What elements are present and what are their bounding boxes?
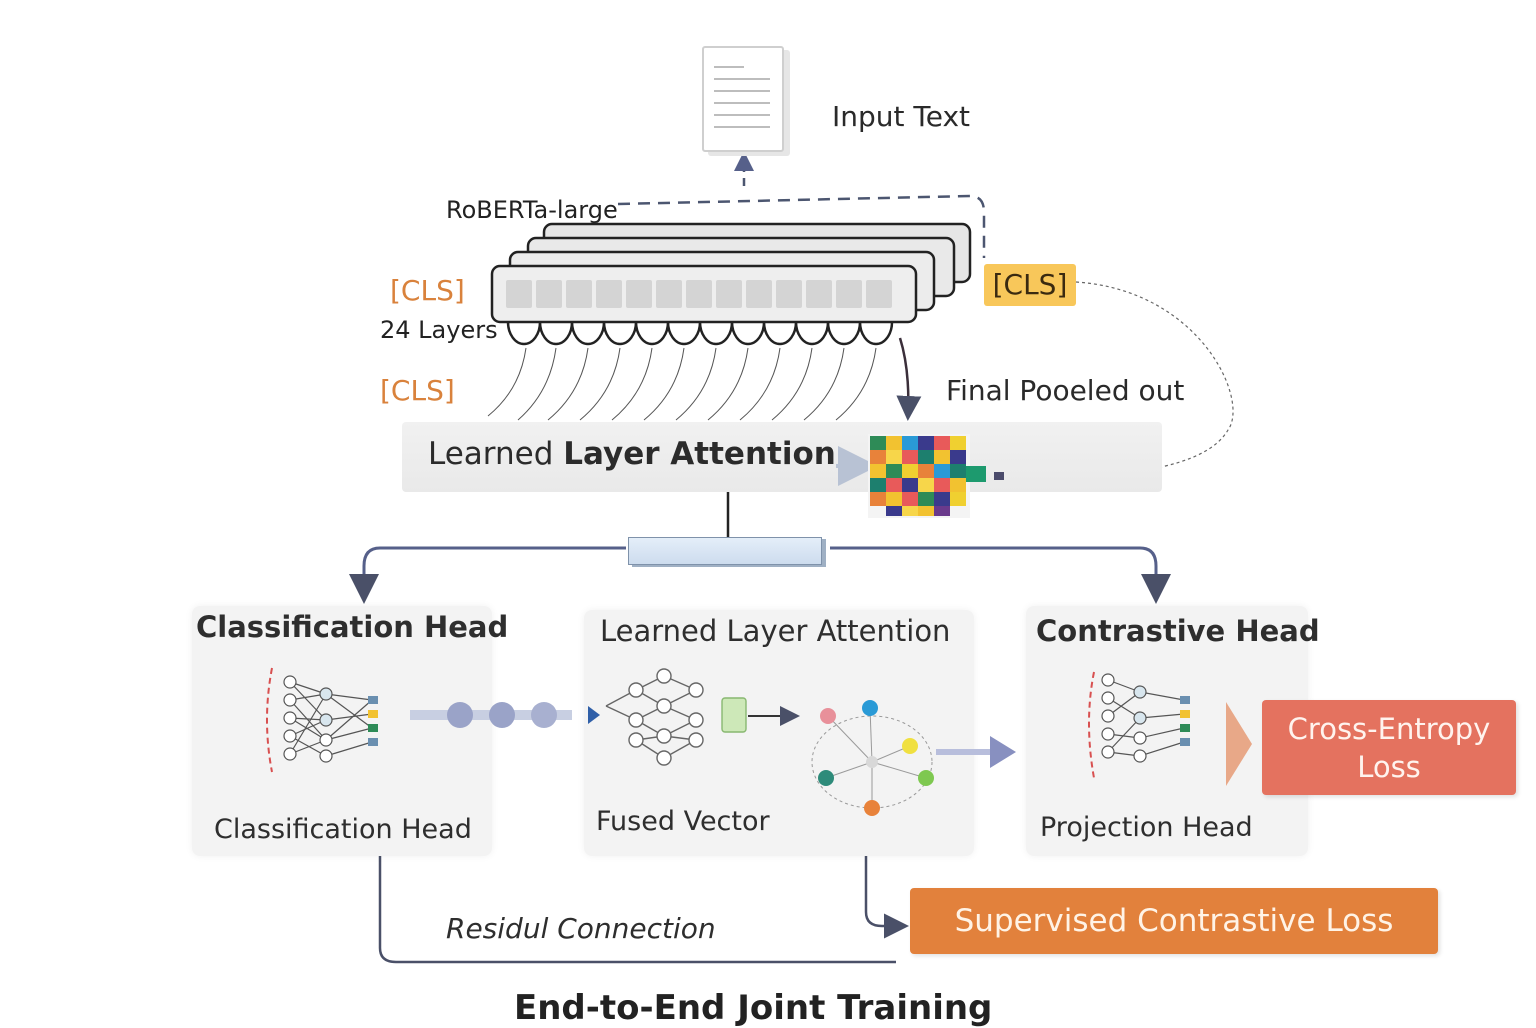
fused-vector-bar [628,537,822,565]
projection-network-icon [1088,671,1190,779]
projection-head-label: Projection Head [1040,812,1253,843]
contrastive-head-title: Contrastive Head [1036,614,1320,648]
document-icon [702,46,784,152]
cls-dotted-curve [999,281,1234,478]
layer-feed-lines [487,347,877,421]
supervised-contrastive-loss-box: Supervised Contrastive Loss [910,888,1438,954]
embedding-scatter-icon [811,700,934,816]
footer-title: End-to-End Joint Training [514,988,993,1028]
residual-connection-label: Residul Connection [446,912,716,945]
residual-path [378,856,896,964]
classification-to-fusion-chain [410,702,600,728]
cls-token-label-top: [CLS] [390,274,465,307]
layers-count-label: 24 Layers [380,316,498,344]
cross-entropy-loss-box: Cross-Entropy Loss [1262,700,1516,795]
attention-band [402,422,1162,492]
dashed-input-arrow [617,194,986,258]
cls-token-label-bottom: [CLS] [380,374,455,407]
classification-head-sub: Classification Head [214,814,472,845]
classification-panel [192,606,492,856]
classification-head-title: Classification Head [196,610,509,644]
cross-entropy-line-1: Cross-Entropy [1287,711,1491,746]
encoder-name: RoBERTa-large [446,196,618,224]
cls-token-highlight: [CLS] [984,264,1076,306]
to-cross-entropy-arrow [1226,702,1252,786]
classification-network-icon [266,667,378,773]
contrastive-panel [1026,606,1308,856]
fusion-title: Learned Layer Attention [600,614,951,648]
fusion-to-contrastive-arrow [936,736,1016,768]
input-text-label: Input Text [832,100,971,133]
pooled-output-label: Final Pooeled out [946,374,1185,407]
token-cells [506,280,892,308]
fusion-panel [584,610,974,856]
cross-entropy-line-2: Loss [1357,749,1421,784]
fusion-network-icon [605,668,800,766]
attention-title: Learned Layer Attention [428,436,836,472]
fused-vector-label: Fused Vector [596,806,770,837]
layer-output-loops [506,321,894,346]
